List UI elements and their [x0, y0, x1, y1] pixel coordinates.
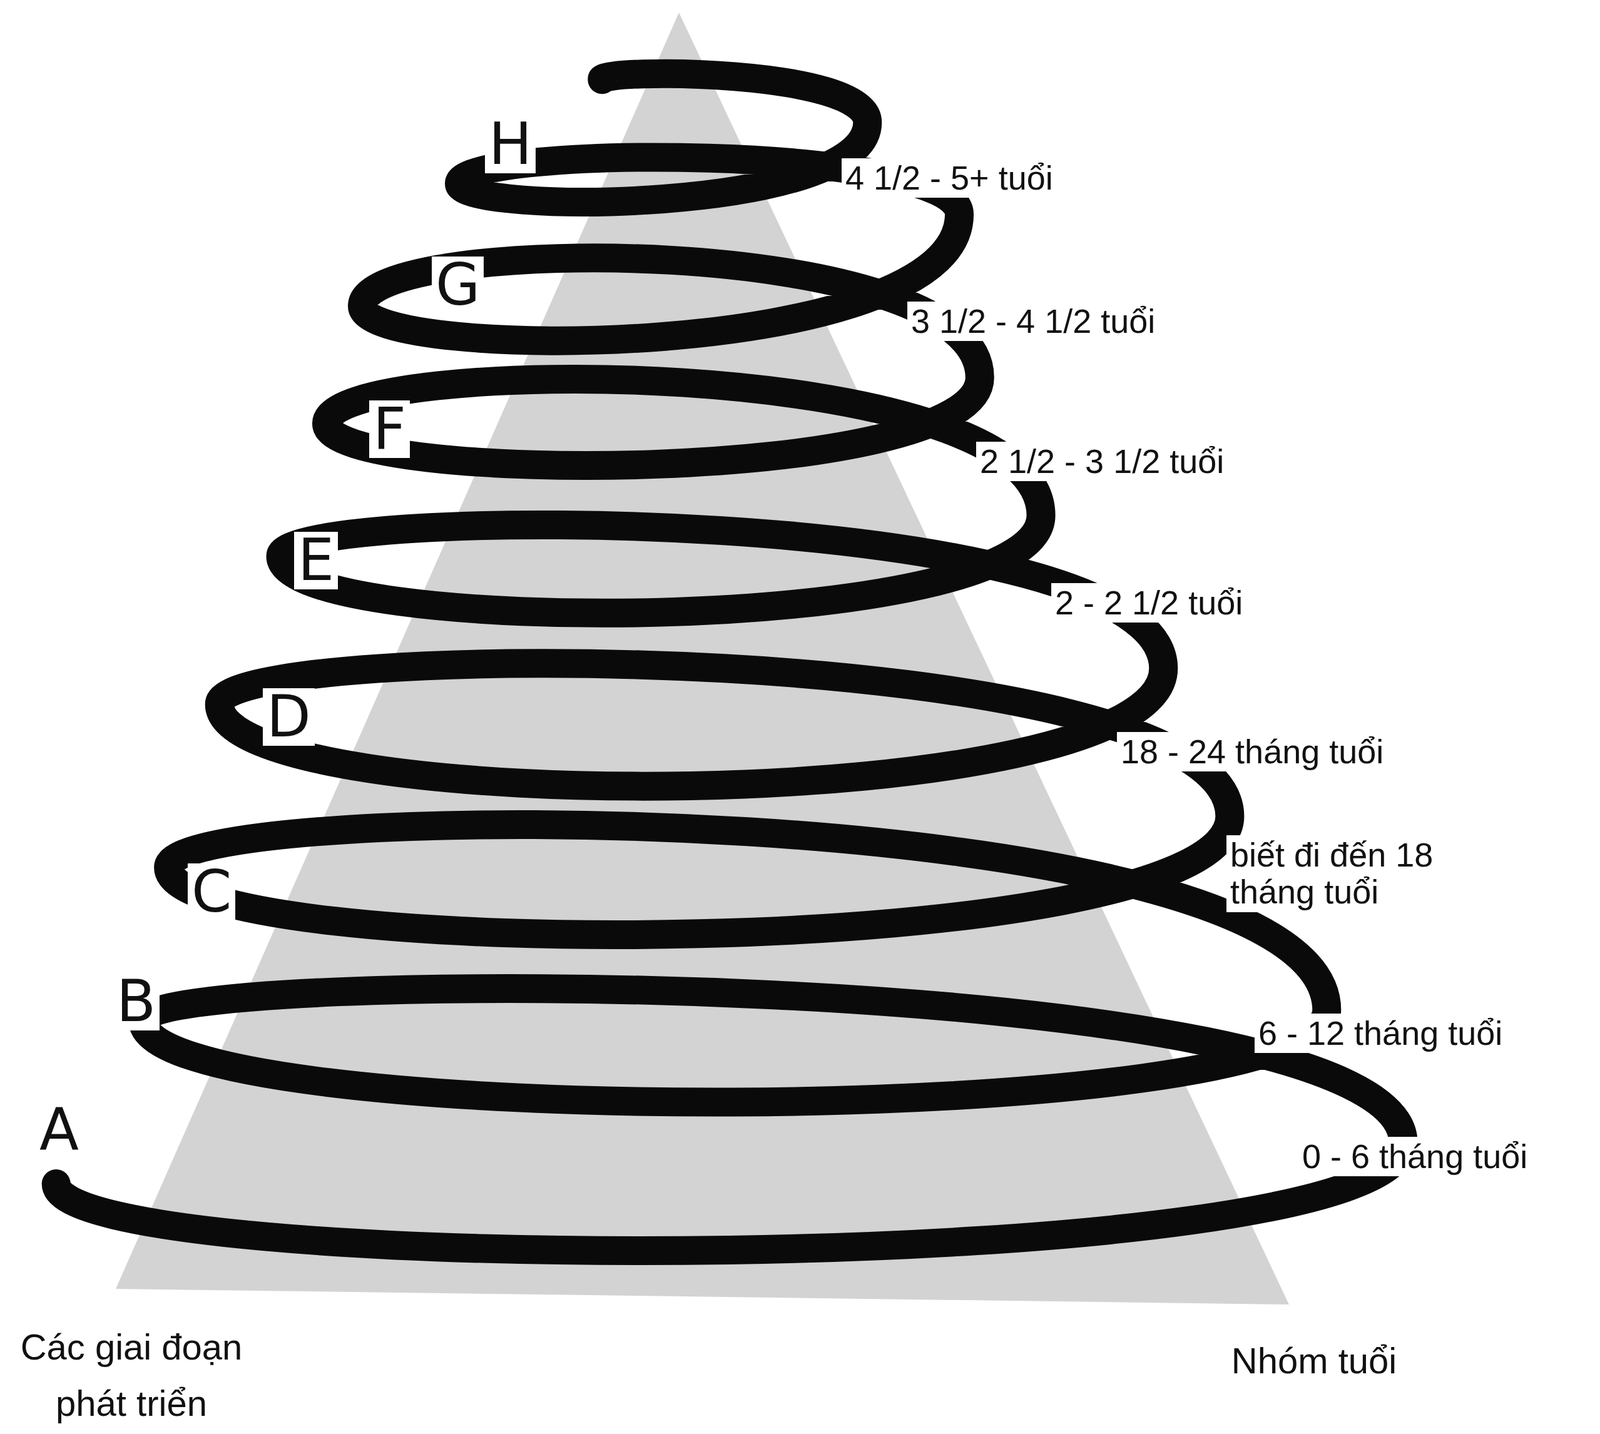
- stage-letter: E: [294, 531, 338, 590]
- age-group: 18 - 24 tháng tuổi: [1116, 732, 1388, 772]
- age-group: 6 - 12 tháng tuổi: [1254, 1013, 1507, 1054]
- stage-letter: B: [112, 973, 160, 1031]
- stage-letter: A: [35, 1101, 83, 1159]
- axis-title: Nhóm tuổi: [1188, 1332, 1440, 1390]
- age-group: 2 1/2 - 3 1/2 tuổi: [976, 441, 1228, 482]
- stage-letter: H: [484, 115, 536, 174]
- stage-letter: C: [187, 863, 236, 922]
- stage-letter: D: [262, 688, 315, 746]
- axis-title: Các giai đoạn phát triển: [6, 1319, 257, 1432]
- age-group: 3 1/2 - 4 1/2 tuổi: [907, 301, 1159, 342]
- spiral-line: [56, 73, 1404, 1251]
- age-group: 2 - 2 1/2 tuổi: [1051, 583, 1247, 623]
- age-group: 0 - 6 tháng tuổi: [1298, 1136, 1532, 1177]
- stage-letter: F: [369, 400, 410, 459]
- age-group: 4 1/2 - 5+ tuổi: [841, 158, 1057, 198]
- stage-letter: G: [431, 256, 484, 315]
- age-group: biết đi đến 18 tháng tuổi: [1226, 835, 1510, 913]
